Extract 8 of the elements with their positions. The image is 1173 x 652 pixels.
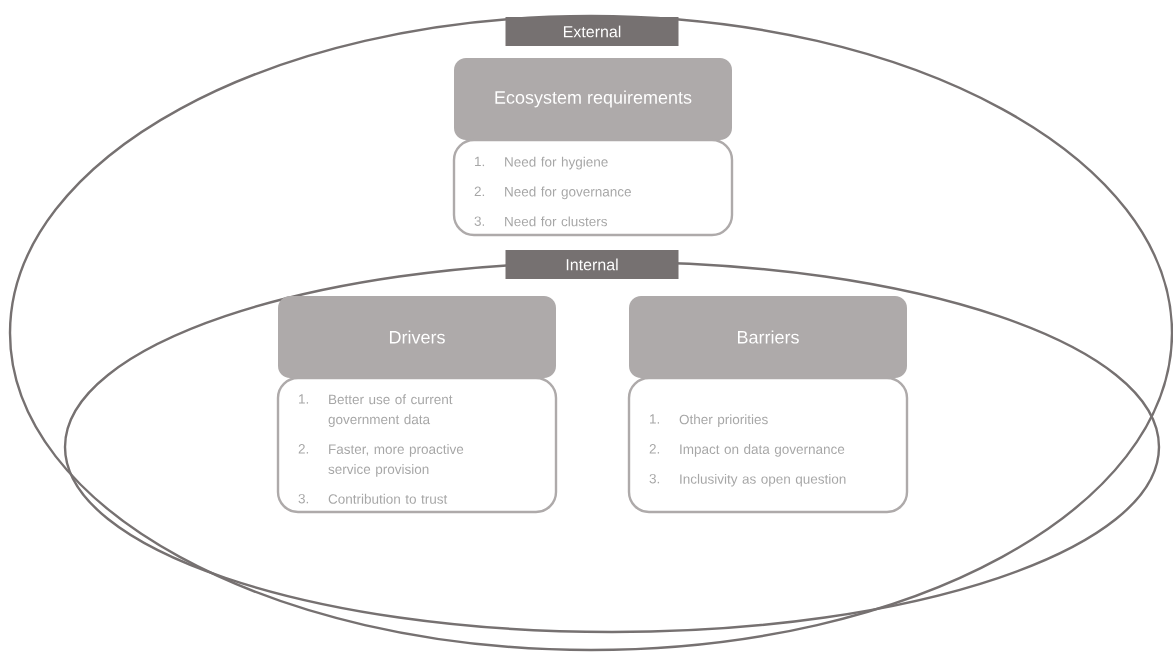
header-box: Drivers xyxy=(278,296,556,378)
list-box: 1. Need for hygiene 2. Need for governance 3. Need for clusters xyxy=(452,138,734,237)
section-label: Internal xyxy=(505,250,679,279)
header-box: Ecosystem requirements xyxy=(454,58,732,140)
section-label: External xyxy=(505,17,679,46)
list-box: 1. Other priorities 2. Impact on data governance 3. Inclusivity as open question xyxy=(627,376,909,514)
header-box: Barriers xyxy=(629,296,907,378)
list-box: 1. Better use of current government data 2. Faster, more proactive service provision 3. Contribution to trust xyxy=(276,376,558,514)
